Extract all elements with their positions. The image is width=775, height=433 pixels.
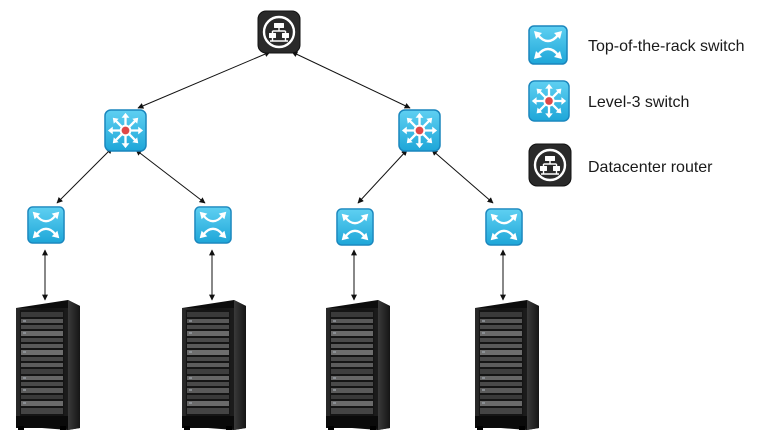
legend-item-level3: Level-3 switch	[528, 80, 689, 122]
tor-switch-icon	[485, 207, 523, 247]
link-router-l3-1	[137, 51, 271, 109]
level3-switch-icon	[398, 109, 441, 152]
legend-item-tor: Top-of-the-rack switch	[528, 25, 745, 65]
link-l3-2-tor-4	[431, 149, 494, 204]
link-l3-2-tor-3	[357, 149, 408, 204]
link-l3-1-tor-2	[135, 149, 206, 204]
tor-switch-icon	[194, 205, 232, 245]
legend-label-level3: Level-3 switch	[588, 94, 689, 111]
legend-label-router: Datacenter router	[588, 159, 713, 176]
server-rack-icon	[16, 300, 80, 430]
link-l3-1-tor-1	[56, 147, 113, 204]
server-rack-icon	[182, 300, 246, 430]
legend-item-router: Datacenter router	[528, 143, 713, 187]
datacenter-router-icon	[257, 10, 301, 54]
network-links	[42, 51, 506, 301]
tor-switch-icon	[336, 207, 374, 247]
legend-label-tor: Top-of-the-rack switch	[588, 38, 745, 55]
server-rack-icon	[326, 300, 390, 430]
legend: Top-of-the-rack switch Level-3 switch Da…	[528, 25, 745, 187]
level3-switch-icon	[104, 109, 147, 152]
datacenter-router-icon	[528, 143, 572, 187]
tor-switch-icon	[27, 205, 65, 245]
tor-switch-icon	[528, 25, 568, 65]
link-router-l3-2	[291, 51, 411, 109]
level3-switch-icon	[528, 80, 570, 122]
server-rack-icon	[475, 300, 539, 430]
